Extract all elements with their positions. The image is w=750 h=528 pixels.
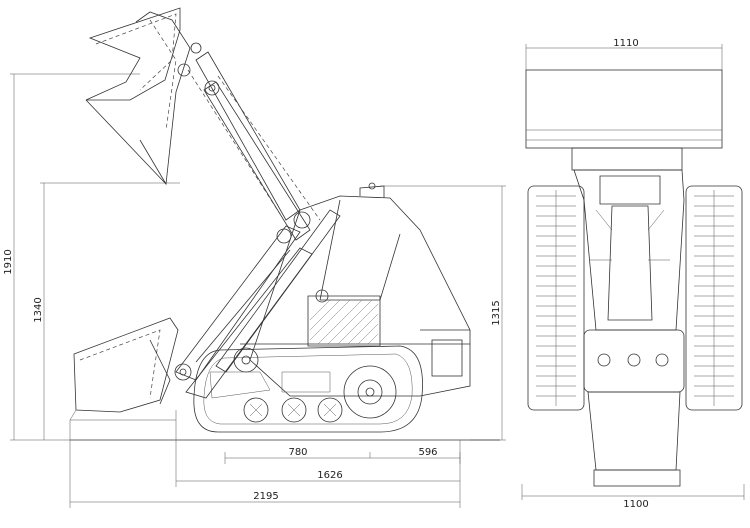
top-track-right (685, 185, 743, 411)
dim-overall-height: 1910 (3, 249, 14, 274)
top-bucket (525, 69, 723, 171)
dim-780: 780 (288, 447, 307, 458)
dim-596: 596 (418, 447, 437, 458)
top-body (573, 169, 685, 487)
side-view: 1910 1340 1315 780 596 1626 2195 (3, 7, 506, 508)
chassis (240, 182, 471, 397)
dim-track-length: 1626 (317, 470, 342, 481)
dim-bucket-width: 1110 (613, 38, 638, 49)
dim-hinge-height: 1340 (33, 297, 44, 322)
track (193, 345, 423, 433)
lowered-bucket (69, 317, 192, 421)
dim-track-width: 1100 (623, 499, 648, 510)
lowered-arm (175, 209, 341, 399)
raised-arm (187, 51, 321, 244)
dim-overall-length: 2195 (253, 491, 278, 502)
raised-bucket (85, 7, 220, 186)
top-view: 1110 1100 (521, 38, 745, 510)
engine-grille (309, 299, 379, 345)
top-track-left (527, 185, 585, 411)
dim-machine-height: 1315 (491, 300, 502, 325)
dimension-lines (10, 73, 506, 508)
